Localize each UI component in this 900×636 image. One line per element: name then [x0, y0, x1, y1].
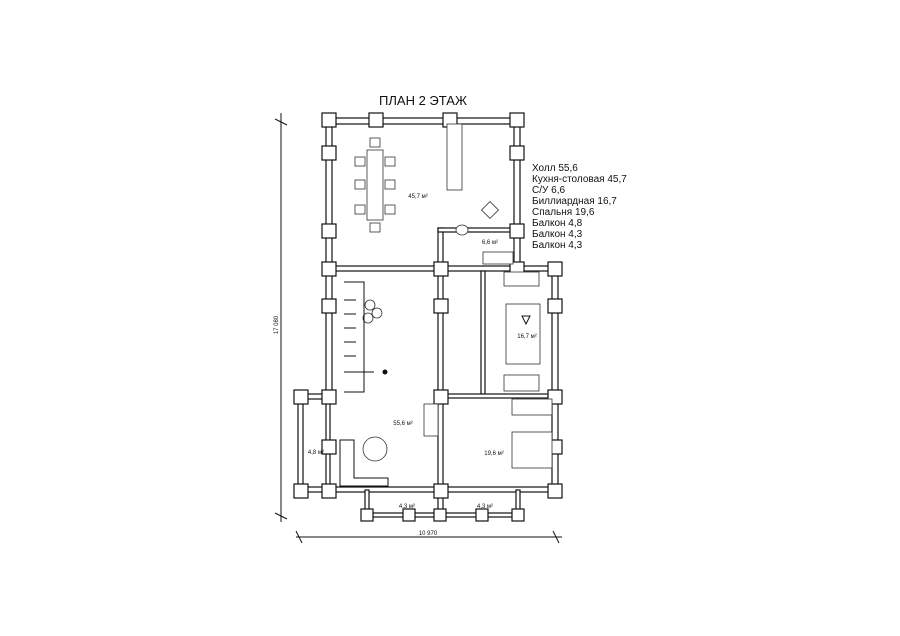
room-area-balcony-left: 4,8 м²	[308, 450, 324, 456]
room-area-bathroom: 6,6 м²	[482, 240, 498, 246]
room-area-kitchen: 45,7 м²	[408, 194, 427, 200]
legend-item: Биллиардная 16,7	[532, 196, 617, 207]
furniture	[339, 123, 553, 487]
plan-title: ПЛАН 2 ЭТАЖ	[379, 93, 467, 108]
room-legend: Холл 55,6 Кухня-столовая 45,7 С/У 6,6 Би…	[532, 163, 627, 251]
legend-item: Спальня 19,6	[532, 207, 595, 218]
walls	[293, 112, 563, 522]
legend-item: Балкон 4,3	[532, 229, 583, 240]
width-dimension: 10 970	[419, 531, 438, 537]
room-area-billiard: 16,7 м²	[517, 334, 536, 340]
legend-item: Кухня-столовая 45,7	[532, 174, 627, 185]
dimension-lines	[274, 113, 562, 544]
room-area-hall: 55,6 м²	[393, 421, 412, 427]
legend-item: Балкон 4,8	[532, 218, 583, 229]
room-area-balcony-1: 4,3 м²	[399, 504, 415, 510]
room-area-bedroom: 19,6 м²	[484, 451, 503, 457]
height-dimension: 17 080	[274, 315, 280, 334]
room-area-balcony-2: 4,3 м²	[477, 504, 493, 510]
legend-item: Балкон 4,3	[532, 240, 583, 251]
legend-item: Холл 55,6	[532, 163, 578, 174]
legend-item: С/У 6,6	[532, 185, 565, 196]
